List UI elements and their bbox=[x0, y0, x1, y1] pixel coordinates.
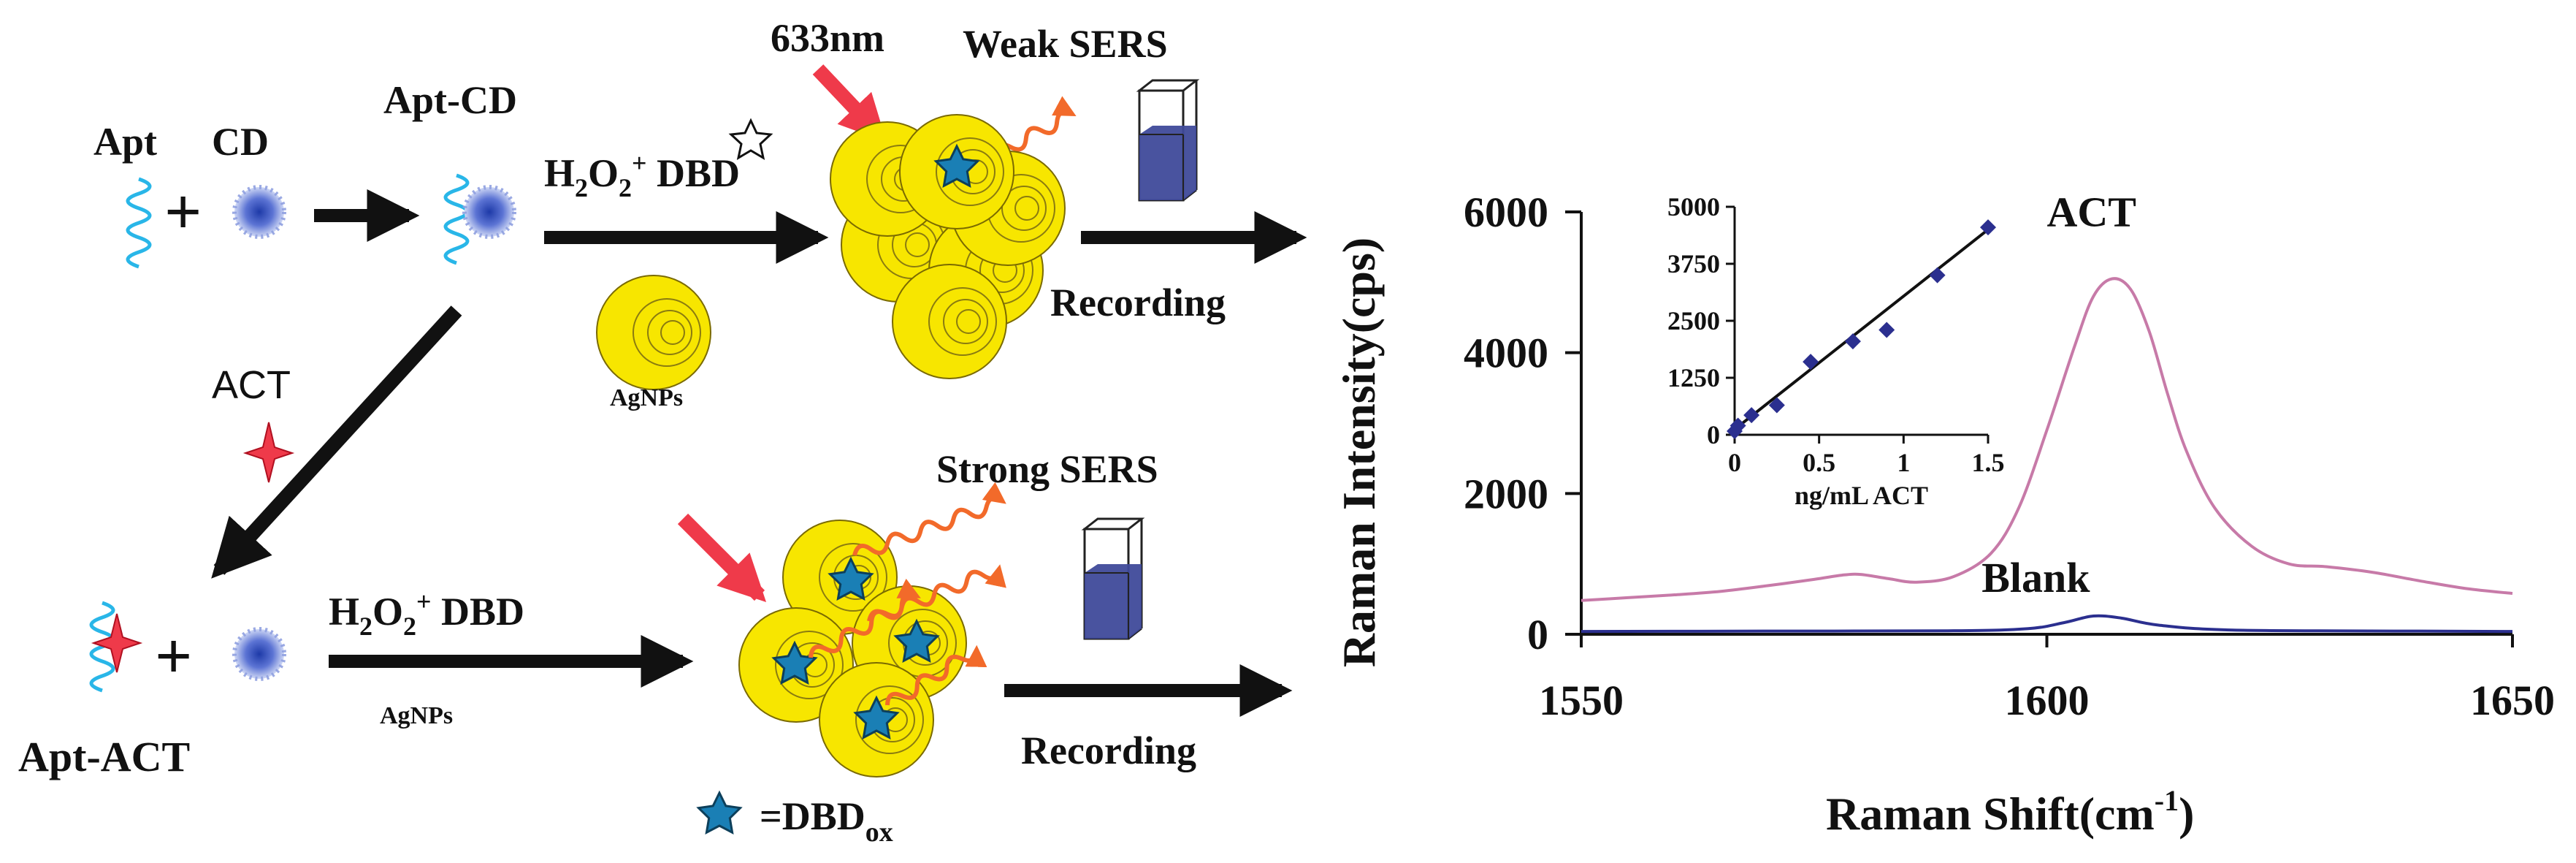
label-apt-act: Apt-ACT bbox=[18, 733, 190, 780]
cuvette-icon-top bbox=[1138, 79, 1198, 202]
inset-x-tick-label: 0.5 bbox=[1803, 448, 1835, 477]
y-tick-label: 0 bbox=[1527, 611, 1548, 658]
label-apt-cd: Apt-CD bbox=[383, 78, 517, 122]
x-axis-title: Raman Shift(cm-1) bbox=[1826, 784, 2194, 840]
series-line-act bbox=[1581, 277, 2513, 602]
inset-y-tick-label: 1250 bbox=[1667, 363, 1720, 392]
chart-series bbox=[1581, 277, 2513, 634]
inset-data-point bbox=[1768, 397, 1785, 414]
y-tick-label: 6000 bbox=[1464, 189, 1548, 236]
inset-data-point bbox=[1743, 407, 1760, 424]
laser-arrow-bottom bbox=[677, 513, 767, 603]
star-outline-icon bbox=[728, 118, 773, 161]
aptamer-icon bbox=[128, 179, 150, 267]
inset-data-point bbox=[1929, 267, 1946, 284]
arrow-diagonal bbox=[211, 305, 462, 579]
annotation-blank: Blank bbox=[1981, 554, 2090, 601]
inset-x-tick-label: 1 bbox=[1897, 448, 1910, 477]
scheme-top-row: Apt CD + Apt-CD H2O2+ DBD AgNPs 633nm We… bbox=[93, 16, 1307, 411]
svg-text:H2O2+ DBD: H2O2+ DBD bbox=[329, 587, 524, 641]
y-axis-title: Raman Intensity(cps) bbox=[1333, 237, 1385, 667]
act-bound-icon bbox=[91, 613, 143, 673]
label-apt: Apt bbox=[93, 120, 157, 164]
svg-text:H2O2+ DBD: H2O2+ DBD bbox=[544, 148, 740, 202]
cuvette-icon-bottom bbox=[1083, 517, 1143, 640]
inset-y-tick-label: 5000 bbox=[1667, 192, 1720, 221]
inset-y-tick-label: 2500 bbox=[1667, 306, 1720, 335]
inset-x-tick-label: 1.5 bbox=[1972, 448, 2005, 477]
inset-data-point bbox=[1844, 333, 1861, 350]
carbon-dot-icon-3 bbox=[234, 629, 284, 679]
series-line-blank bbox=[1581, 614, 2513, 634]
legend-dbdox: =DBDox bbox=[760, 794, 893, 848]
inset-y-tick-label: 3750 bbox=[1667, 249, 1720, 278]
plus-sign-bottom: + bbox=[155, 620, 192, 693]
inset-x-tick-label: 0 bbox=[1728, 448, 1741, 477]
inset-data-point bbox=[1803, 354, 1819, 370]
x-tick-label: 1550 bbox=[1539, 677, 1624, 724]
label-strong-sers: Strong SERS bbox=[936, 447, 1158, 491]
label-recording-bottom: Recording bbox=[1021, 729, 1196, 772]
annotation-act: ACT bbox=[2047, 188, 2136, 235]
inset-x-title: ng/mL ACT bbox=[1795, 481, 1928, 510]
y-tick-label: 4000 bbox=[1464, 330, 1548, 377]
agnp-icon-top bbox=[596, 275, 711, 390]
y-tick-label: 2000 bbox=[1464, 470, 1548, 517]
x-tick-label: 1600 bbox=[2005, 677, 2090, 724]
label-laser: 633nm bbox=[771, 16, 884, 60]
label-act: ACT bbox=[212, 363, 291, 407]
raman-spectrum-chart: 0 2000 4000 6000 1550 1600 1650 ACT Blank Rama… bbox=[1333, 188, 2555, 840]
act-molecule-icon bbox=[242, 422, 295, 483]
inset-y-tick-label: 0 bbox=[1707, 420, 1720, 449]
legend-star-icon bbox=[697, 791, 741, 834]
scheme-bottom-row: ACT + Apt-ACT H2O2+ DBD AgNPs bbox=[18, 305, 1293, 848]
agnp-cluster-top bbox=[830, 114, 1066, 379]
sers-waves-strong bbox=[809, 482, 1006, 706]
label-cd: CD bbox=[212, 120, 269, 164]
label-recording-top: Recording bbox=[1050, 281, 1226, 324]
label-agnps-bottom: AgNPs bbox=[380, 702, 453, 729]
inset-data-point bbox=[1980, 219, 1996, 236]
carbon-dot-icon-2 bbox=[465, 187, 514, 237]
chart-ticks: 0 2000 4000 6000 1550 1600 1650 bbox=[1464, 189, 2555, 724]
plus-sign-top: + bbox=[164, 176, 202, 248]
x-tick-label: 1650 bbox=[2470, 677, 2555, 724]
inset-data-point bbox=[1879, 322, 1895, 338]
inset-data-point bbox=[1730, 417, 1746, 434]
inset-fit-line bbox=[1733, 228, 1990, 431]
reagent-label-top: H2O2+ DBD bbox=[544, 148, 740, 202]
label-weak-sers: Weak SERS bbox=[963, 22, 1168, 66]
reagent-label-bottom: H2O2+ DBD bbox=[329, 587, 524, 641]
label-agnps-top: AgNPs bbox=[610, 384, 683, 411]
carbon-dot-icon bbox=[234, 187, 284, 237]
calibration-inset: 0 1250 2500 3750 5000 0 0.5 1 1.5 ng/mL ACT bbox=[1667, 192, 2005, 510]
agnp-cluster-bottom bbox=[738, 520, 967, 778]
